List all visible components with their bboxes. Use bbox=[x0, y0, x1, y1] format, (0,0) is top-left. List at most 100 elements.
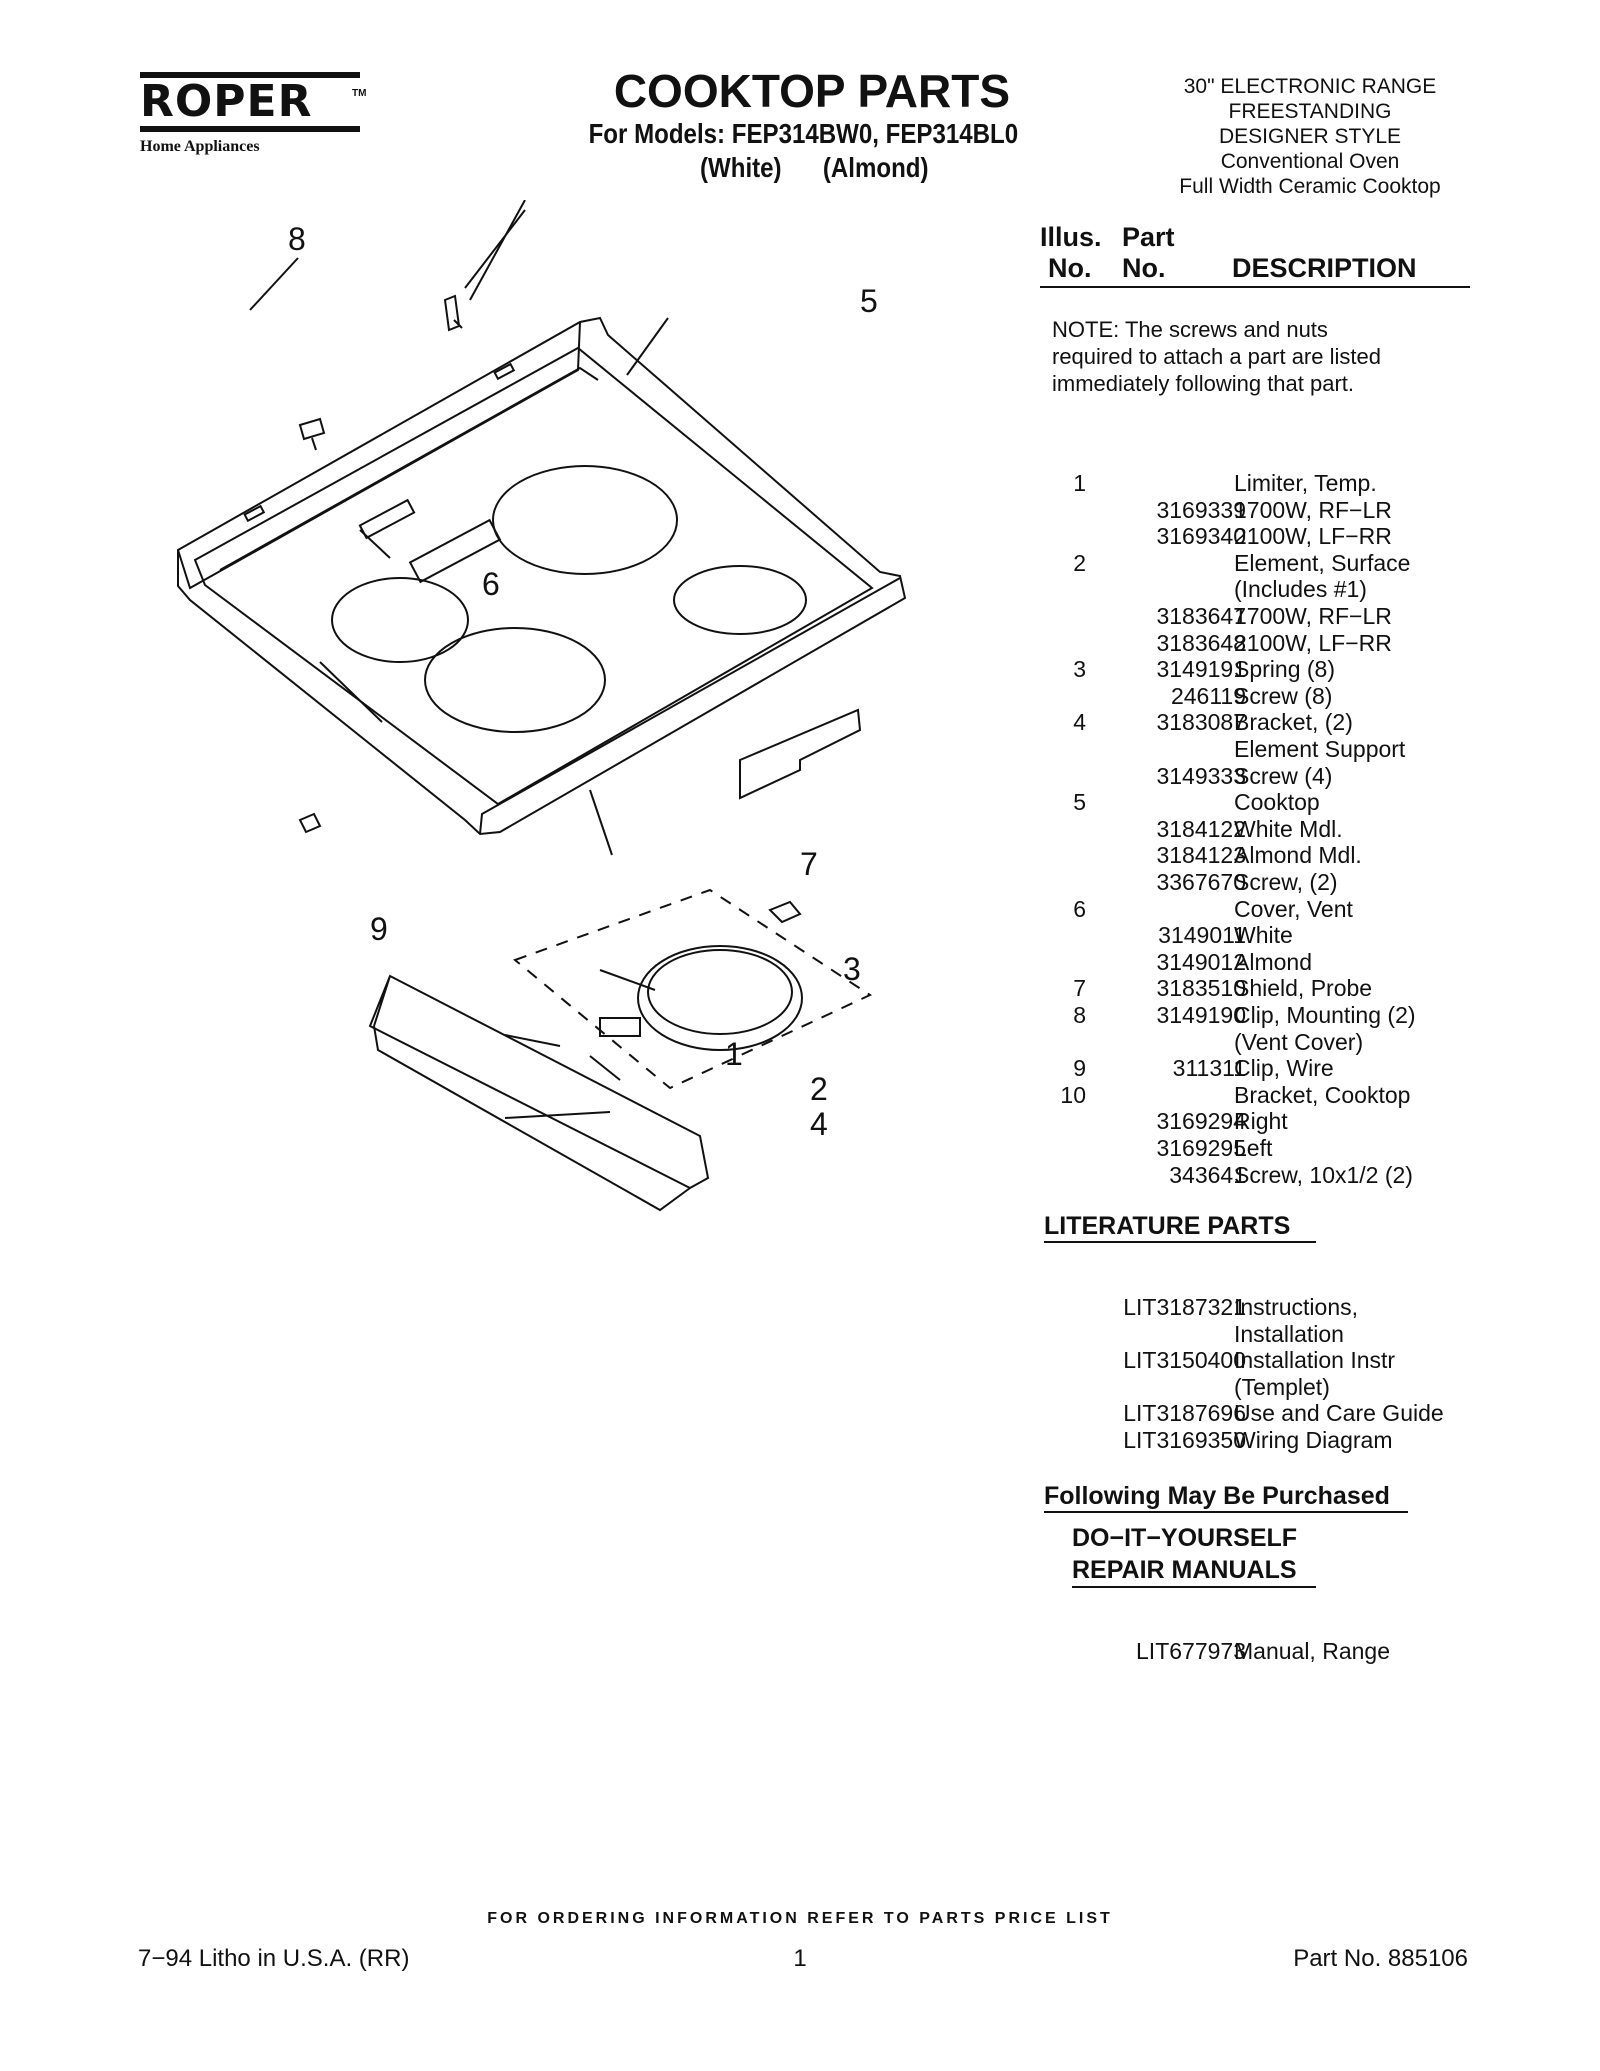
part-description: Screw (4) bbox=[1234, 762, 1333, 789]
spring-part bbox=[768, 900, 802, 924]
part-description: Instructions, bbox=[1234, 1294, 1358, 1320]
manuals-line-1: DO−IT−YOURSELF bbox=[1072, 1524, 1298, 1552]
purchase-rule bbox=[1044, 1511, 1408, 1513]
literature-rule bbox=[1044, 1241, 1316, 1243]
manuals-heading: DO−IT−YOURSELF REPAIR MANUALS bbox=[1072, 1522, 1316, 1588]
temp-limiter bbox=[599, 1017, 641, 1037]
leader-line bbox=[589, 789, 613, 856]
part-description: Screw, 10x1/2 (2) bbox=[1234, 1161, 1413, 1188]
literature-title: LITERATURE PARTS bbox=[1044, 1212, 1291, 1240]
leader-line bbox=[626, 317, 669, 376]
leader-line bbox=[599, 969, 656, 991]
part-description: Cooktop bbox=[1234, 789, 1320, 816]
part-description: White Mdl. bbox=[1234, 815, 1343, 842]
part-number: 246119 bbox=[1170, 682, 1246, 709]
callout-9: 9 bbox=[370, 911, 388, 947]
part-description: 1700W, RF−LR bbox=[1234, 496, 1392, 523]
part-description: Right bbox=[1234, 1108, 1288, 1135]
header-illus: Illus. bbox=[1040, 222, 1102, 252]
ordering-info: FOR ORDERING INFORMATION REFER TO PARTS … bbox=[487, 1910, 1113, 1927]
part-description: White bbox=[1234, 922, 1293, 949]
part-description: Almond bbox=[1234, 948, 1312, 975]
table-row: 2 Element, Surface bbox=[1040, 550, 1560, 577]
part-description: Manual, Range bbox=[1234, 1638, 1390, 1664]
part-number: 3169295 bbox=[1156, 1135, 1246, 1161]
burner-right-front bbox=[673, 565, 807, 635]
logo-rule-bottom bbox=[140, 126, 360, 132]
product-spec: 30" ELECTRONIC RANGE FREESTANDING DESIGN… bbox=[1140, 74, 1480, 199]
leader-line bbox=[464, 209, 526, 289]
part-number: 311311 bbox=[1172, 1055, 1246, 1082]
element-support-bracket bbox=[368, 974, 710, 1190]
purchase-section: Following May Be Purchased bbox=[1044, 1482, 1408, 1513]
element-support-bracket-lower bbox=[373, 1025, 691, 1212]
manuals-rule bbox=[1072, 1586, 1316, 1588]
logo-rule-top bbox=[140, 72, 360, 78]
table-row: (Templet) bbox=[1040, 1374, 1560, 1401]
header-part: Part bbox=[1122, 222, 1175, 252]
part-description: Clip, Mounting (2) bbox=[1234, 1002, 1416, 1028]
vent-slot bbox=[493, 362, 516, 381]
callout-4: 4 bbox=[810, 1106, 828, 1142]
callout-8: 8 bbox=[288, 221, 306, 257]
parts-note: NOTE: The screws and nuts required to at… bbox=[1052, 317, 1381, 396]
model-variants: (White) (Almond) bbox=[700, 152, 949, 184]
part-description: Element, Surface bbox=[1234, 549, 1411, 576]
page-number: 1 bbox=[793, 1945, 807, 1972]
illus-number: 5 bbox=[1073, 789, 1086, 816]
cooktop-front-lip bbox=[479, 577, 901, 835]
cooktop-inner-edge bbox=[193, 346, 874, 806]
table-row: Installation bbox=[1040, 1321, 1560, 1348]
part-number: 3149012 bbox=[1156, 948, 1246, 975]
callout-5: 5 bbox=[860, 283, 878, 319]
part-number: LIT3169350 bbox=[1123, 1427, 1246, 1453]
burner-left-rear bbox=[331, 577, 469, 663]
surface-element-inner bbox=[647, 949, 793, 1035]
cooktop-shelf bbox=[219, 366, 599, 571]
part-description: (Vent Cover) bbox=[1234, 1028, 1364, 1055]
purchase-title: Following May Be Purchased bbox=[1044, 1482, 1390, 1510]
header-part-no: No. bbox=[1122, 253, 1166, 283]
illus-number: 3 bbox=[1073, 656, 1086, 683]
part-description: Wiring Diagram bbox=[1234, 1427, 1393, 1453]
illus-number: 7 bbox=[1073, 975, 1086, 1002]
callout-2: 2 bbox=[810, 1071, 828, 1107]
leader-line bbox=[319, 661, 383, 723]
burner-right-rear bbox=[492, 465, 678, 575]
part-description: Screw (8) bbox=[1234, 682, 1333, 709]
variant-almond: (Almond) bbox=[822, 152, 929, 183]
variant-white: (White) bbox=[700, 152, 782, 183]
part-number: 3183510 bbox=[1156, 975, 1246, 1002]
part-description: (Includes #1) bbox=[1234, 576, 1367, 603]
part-number: 3367670 bbox=[1156, 869, 1246, 895]
leader-line bbox=[469, 200, 526, 301]
part-description: Left bbox=[1234, 1135, 1273, 1161]
literature-section: LITERATURE PARTS bbox=[1044, 1212, 1316, 1243]
part-description: Bracket, (2) bbox=[1234, 709, 1353, 736]
spec-line: DESIGNER STYLE bbox=[1218, 125, 1402, 148]
illus-number: 4 bbox=[1073, 709, 1086, 736]
illus-number: 1 bbox=[1073, 470, 1086, 496]
callout-6: 6 bbox=[482, 566, 500, 602]
page-title: COOKTOP PARTS bbox=[613, 65, 1010, 117]
manuals-line-2: REPAIR MANUALS bbox=[1072, 1556, 1297, 1584]
spec-line: FREESTANDING bbox=[1228, 100, 1392, 123]
part-description: Use and Care Guide bbox=[1234, 1400, 1444, 1427]
illus-number: 2 bbox=[1073, 549, 1086, 576]
mounting-clip bbox=[298, 417, 326, 451]
